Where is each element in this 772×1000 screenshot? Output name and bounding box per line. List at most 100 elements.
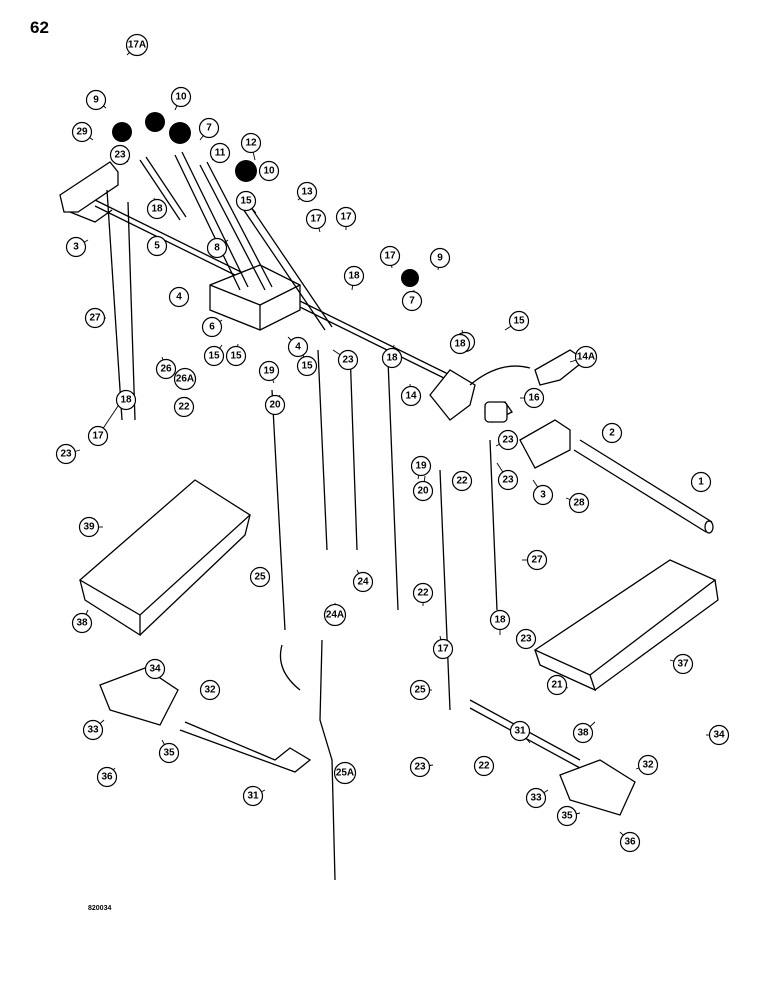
svg-text:9: 9 bbox=[437, 253, 443, 264]
callout-25: 25 bbox=[409, 679, 431, 701]
callout-28: 28 bbox=[568, 492, 590, 514]
callout-10: 10 bbox=[258, 160, 280, 182]
svg-text:23: 23 bbox=[502, 475, 514, 486]
svg-text:33: 33 bbox=[530, 793, 542, 804]
callout-26: 26 bbox=[155, 358, 177, 380]
svg-text:20: 20 bbox=[269, 400, 281, 411]
svg-text:17: 17 bbox=[340, 212, 352, 223]
svg-text:27: 27 bbox=[531, 555, 543, 566]
bracket-left bbox=[59, 161, 119, 213]
svg-text:14: 14 bbox=[405, 391, 417, 402]
pedal-37 bbox=[533, 559, 719, 692]
svg-text:15: 15 bbox=[240, 196, 252, 207]
svg-text:22: 22 bbox=[178, 402, 190, 413]
svg-text:38: 38 bbox=[76, 618, 88, 629]
callout-14A: 14A bbox=[574, 345, 598, 369]
svg-text:24A: 24A bbox=[326, 610, 344, 621]
callout-36: 36 bbox=[96, 766, 118, 788]
callout-27: 27 bbox=[526, 549, 548, 571]
svg-text:22: 22 bbox=[478, 761, 490, 772]
callout-22: 22 bbox=[473, 755, 495, 777]
callout-17: 17 bbox=[87, 425, 109, 447]
svg-text:34: 34 bbox=[713, 730, 725, 741]
callout-2: 2 bbox=[601, 422, 623, 444]
bushing-16 bbox=[484, 401, 513, 423]
svg-text:19: 19 bbox=[263, 366, 275, 377]
svg-text:4: 4 bbox=[295, 342, 301, 353]
motion-arrow-upper bbox=[469, 365, 531, 386]
svg-text:32: 32 bbox=[204, 685, 216, 696]
callout-22: 22 bbox=[451, 470, 473, 492]
callout-9: 9 bbox=[429, 247, 451, 269]
callout-38: 38 bbox=[572, 722, 594, 744]
callout-17: 17 bbox=[432, 638, 454, 660]
svg-text:18: 18 bbox=[386, 353, 398, 364]
callout-23: 23 bbox=[515, 628, 537, 650]
callout-10: 10 bbox=[170, 86, 192, 108]
svg-text:33: 33 bbox=[87, 725, 99, 736]
callout-34: 34 bbox=[708, 724, 730, 746]
callout-18: 18 bbox=[146, 198, 168, 220]
callout-25: 25 bbox=[249, 566, 271, 588]
svg-text:10: 10 bbox=[263, 166, 275, 177]
svg-text:15: 15 bbox=[301, 361, 313, 372]
pedal-39 bbox=[78, 479, 252, 637]
callout-18: 18 bbox=[381, 347, 403, 369]
figure-code: 820034 bbox=[88, 905, 112, 912]
svg-text:34: 34 bbox=[149, 664, 161, 675]
svg-text:14A: 14A bbox=[577, 352, 595, 363]
callout-7: 7 bbox=[401, 290, 423, 312]
control-block bbox=[209, 264, 301, 331]
callout-36: 36 bbox=[619, 831, 641, 853]
svg-text:23: 23 bbox=[502, 435, 514, 446]
svg-text:17: 17 bbox=[437, 644, 449, 655]
callout-5: 5 bbox=[146, 235, 168, 257]
page-number: 62 bbox=[30, 18, 49, 37]
svg-text:23: 23 bbox=[60, 449, 72, 460]
svg-text:26A: 26A bbox=[176, 374, 194, 385]
callout-23: 23 bbox=[409, 756, 431, 778]
svg-text:7: 7 bbox=[409, 296, 415, 307]
callout-29: 29 bbox=[71, 121, 93, 143]
svg-text:13: 13 bbox=[301, 187, 313, 198]
svg-text:35: 35 bbox=[163, 748, 175, 759]
callout-18: 18 bbox=[489, 609, 511, 631]
svg-text:31: 31 bbox=[514, 726, 526, 737]
svg-text:39: 39 bbox=[83, 522, 95, 533]
callout-18: 18 bbox=[343, 265, 365, 287]
callout-21: 21 bbox=[546, 674, 568, 696]
svg-text:23: 23 bbox=[342, 355, 354, 366]
callout-1: 1 bbox=[690, 471, 712, 493]
svg-text:17A: 17A bbox=[128, 40, 146, 51]
callout-20: 20 bbox=[264, 394, 286, 416]
motion-arrow-lower bbox=[279, 644, 301, 691]
callout-4: 4 bbox=[168, 286, 190, 308]
callout-23: 23 bbox=[337, 349, 359, 371]
pedal-bracket-left bbox=[99, 667, 179, 726]
svg-text:9: 9 bbox=[93, 95, 99, 106]
callout-16: 16 bbox=[523, 387, 545, 409]
callout-23: 23 bbox=[497, 429, 519, 451]
svg-text:25: 25 bbox=[414, 685, 426, 696]
callout-17: 17 bbox=[305, 208, 327, 230]
svg-text:18: 18 bbox=[348, 271, 360, 282]
callout-25A: 25A bbox=[333, 761, 357, 785]
callout-balloons: 1233445677889910101112131414A15151515151… bbox=[55, 33, 730, 853]
shaft-1 bbox=[573, 439, 714, 534]
svg-text:31: 31 bbox=[247, 791, 259, 802]
callout-19: 19 bbox=[258, 360, 280, 382]
svg-text:4: 4 bbox=[176, 292, 182, 303]
control-rods bbox=[106, 189, 498, 881]
svg-text:23: 23 bbox=[520, 634, 532, 645]
svg-text:20: 20 bbox=[417, 486, 429, 497]
callout-17: 17 bbox=[379, 245, 401, 267]
callout-12: 12 bbox=[240, 132, 262, 154]
callout-31: 31 bbox=[242, 785, 264, 807]
callout-14: 14 bbox=[400, 385, 422, 407]
callout-38: 38 bbox=[71, 612, 93, 634]
svg-text:1: 1 bbox=[698, 477, 704, 488]
svg-text:21: 21 bbox=[551, 680, 563, 691]
svg-text:38: 38 bbox=[577, 728, 589, 739]
svg-text:37: 37 bbox=[677, 659, 689, 670]
